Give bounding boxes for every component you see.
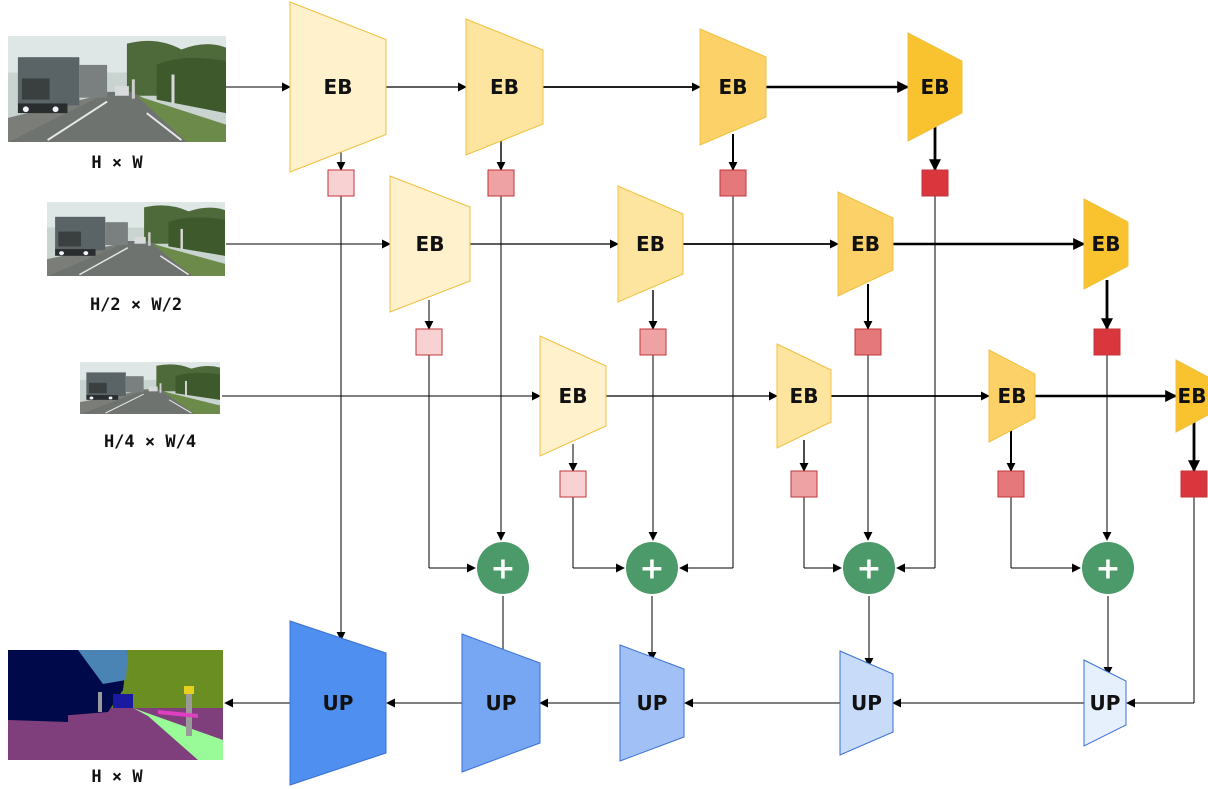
upsampler-block-5-label: UP [1090,691,1121,715]
fusion-node-1-symbol: + [490,552,515,587]
upsampler-block-1: UP [289,620,387,786]
encoder-block-r1-2-label: EB [490,75,519,99]
feature-map-r1-2 [487,169,515,197]
fusion-node-4-symbol: + [1095,552,1120,587]
upsampler-block-4-label: UP [851,691,882,715]
connector-arrows [222,81,1200,708]
feature-map-r2-1 [415,328,443,356]
feature-map-r2-3 [854,328,882,356]
fusion-node-3: + [843,542,895,594]
feature-map-r2-2 [639,328,667,356]
encoder-block-r1-3-label: EB [719,75,748,99]
upsampler-block-1-label: UP [323,691,354,715]
encoder-block-r3-3: EB [988,349,1036,443]
input-image-quarter [80,362,220,414]
encoder-block-r3-4: EB [1175,359,1208,433]
encoder-block-r1-3: EB [699,28,767,146]
encoder-block-r1-4-shape [907,32,963,142]
upsampler-block-3: UP [619,644,685,762]
encoder-block-r2-1-shape [389,175,471,313]
encoder-block-r2-3-shape [837,191,894,297]
upsampler-block-4: UP [839,650,894,756]
upsampler-block-2-shape [461,633,541,773]
encoder-block-r2-4: EB [1083,198,1129,290]
encoder-block-r2-1: EB [389,175,471,313]
upsampler-block-5-shape [1083,659,1127,747]
input-image-full [8,36,226,142]
encoder-block-r1-4: EB [907,32,963,142]
encoder-block-r1-1-shape [289,1,387,173]
encoder-block-r2-4-label: EB [1092,232,1121,256]
feature-map-r1-4 [921,169,949,197]
feature-map-r2-4 [1093,328,1121,356]
encoder-block-r1-2-shape [465,18,544,156]
encoder-block-r3-1-shape [539,335,607,457]
upsampler-block-5: UP [1083,659,1127,747]
upsampler-block-3-shape [619,644,685,762]
encoder-block-r3-3-label: EB [998,384,1027,408]
feature-map-r3-2 [790,470,818,498]
upsampler-block-2-label: UP [486,691,517,715]
encoder-block-r2-2-shape [617,185,684,303]
network-blocks: EB EB EB EB EB EB EB EB EB EB EB EB + + + + UP UP UP UP UP [289,1,1208,786]
fusion-node-3-symbol: + [856,552,881,587]
encoder-block-r3-1-label: EB [559,384,588,408]
encoder-block-r1-3-shape [699,28,767,146]
input-caption-quarter: H/4 × W/4 [104,432,196,452]
upsampler-block-1-shape [289,620,387,786]
encoder-block-r1-1: EB [289,1,387,173]
fusion-node-1-circle [477,542,529,594]
encoder-block-r3-2-label: EB [790,384,819,408]
encoder-block-r3-4-shape [1175,359,1208,433]
upsampler-block-2: UP [461,633,541,773]
upsampler-block-3-label: UP [637,691,668,715]
encoder-block-r3-3-shape [988,349,1036,443]
fusion-node-1: + [477,542,529,594]
encoder-block-r3-2: EB [776,343,832,449]
encoder-block-r2-3-label: EB [851,232,880,256]
input-caption-half: H/2 × W/2 [90,295,182,315]
encoder-block-r1-4-label: EB [921,75,950,99]
encoder-block-r2-3: EB [837,191,894,297]
input-caption-full: H × W [91,153,143,173]
input-image-half [47,202,225,276]
fusion-node-2-circle [626,542,678,594]
output-segmentation-map [8,650,223,760]
feature-map-r3-1 [559,470,587,498]
encoder-block-r1-1-label: EB [324,75,353,99]
fusion-node-2: + [626,542,678,594]
encoder-block-r2-2-label: EB [636,232,665,256]
feature-map-r1-1 [327,169,355,197]
scale-captions: H × W H/2 × W/2H/4 × W/4 H × W [90,153,196,787]
upsampler-block-4-shape [839,650,894,756]
feature-map-r3-4 [1180,470,1208,498]
output-caption: H × W [91,767,143,787]
feature-map-r3-3 [997,470,1025,498]
encoder-block-r3-2-shape [776,343,832,449]
fusion-node-4-circle [1082,542,1134,594]
encoder-block-r3-4-label: EB [1178,384,1207,408]
encoder-block-r2-1-label: EB [416,232,445,256]
fusion-node-2-symbol: + [639,552,664,587]
encoder-block-r2-2: EB [617,185,684,303]
encoder-block-r3-1: EB [539,335,607,457]
feature-map-r1-3 [719,169,747,197]
encoder-block-r1-2: EB [465,18,544,156]
encoder-block-r2-4-shape [1083,198,1129,290]
fusion-node-3-circle [843,542,895,594]
fusion-node-4: + [1082,542,1134,594]
image-thumbnails [8,36,226,760]
